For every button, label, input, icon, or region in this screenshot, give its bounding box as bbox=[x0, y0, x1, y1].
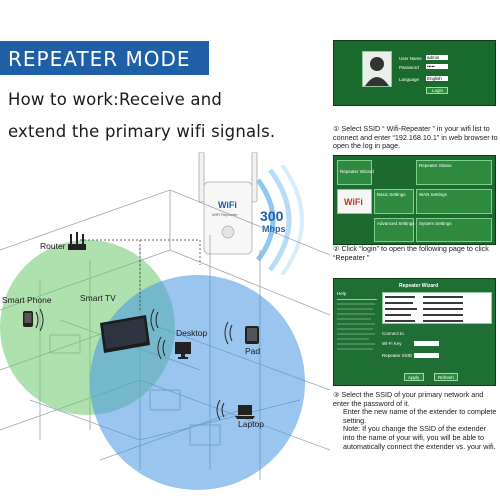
user-name-field[interactable]: admin bbox=[426, 55, 448, 60]
speed-unit: Mbps bbox=[262, 224, 286, 234]
signal-waves-icon bbox=[255, 165, 304, 275]
laptop-icon bbox=[235, 405, 255, 419]
step-3-line-a: ③ Select the SSID of your primary networ… bbox=[333, 390, 484, 408]
connection-lines bbox=[80, 239, 201, 310]
wifi-key-label: Wi-Fi Key bbox=[382, 341, 402, 346]
step-3-line-b: Enter the new name of the extender to co… bbox=[343, 407, 497, 425]
headline-line-1: How to work:Receive and bbox=[8, 90, 223, 109]
repeater-ssid-label: Repeater SSID bbox=[382, 353, 413, 358]
advanced-settings-tile[interactable]: Advanced Settings bbox=[374, 218, 415, 242]
password-label: Password bbox=[399, 65, 419, 70]
step-3-line-c: Note: If you change the SSID of the exte… bbox=[343, 424, 496, 451]
user-name-label: User Name bbox=[399, 56, 422, 61]
user-avatar-icon bbox=[362, 51, 392, 87]
pad-icon bbox=[245, 326, 259, 344]
smart-phone-label: Smart Phone bbox=[2, 295, 52, 305]
smart-tv-label: Smart TV bbox=[80, 293, 116, 303]
router-icon bbox=[68, 232, 86, 250]
mode-banner: REPEATER MODE bbox=[0, 41, 209, 75]
pad-label: Pad bbox=[245, 346, 261, 356]
smart-tv-icon bbox=[100, 315, 150, 353]
password-field[interactable]: ••••• bbox=[426, 64, 448, 69]
system-settings-tile[interactable]: System Settings bbox=[416, 218, 492, 242]
banner-title: REPEATER MODE bbox=[8, 47, 191, 71]
repeater-icon bbox=[198, 151, 258, 255]
step-1-text: ① Select SSID “ Wifi-Repeater ” in your … bbox=[333, 124, 498, 151]
help-text-block bbox=[337, 299, 377, 361]
login-screenshot: User Name admin Password ••••• Language … bbox=[333, 40, 496, 106]
wifi-signal-icon bbox=[35, 308, 233, 421]
connect-to-label: Connect to bbox=[382, 331, 404, 336]
ssid-screenshot: Repeater Wizard Help Connect to Wi-Fi Ke… bbox=[333, 278, 496, 386]
desktop-icon bbox=[175, 342, 191, 359]
desktop-label: Desktop bbox=[176, 328, 208, 338]
router-label: Router bbox=[40, 241, 66, 251]
headline-line-2: extend the primary wifi signals. bbox=[8, 122, 276, 141]
language-select[interactable]: English bbox=[426, 76, 448, 81]
language-label: Language bbox=[399, 77, 420, 82]
laptop-label: Laptop bbox=[238, 419, 264, 429]
repeater-brand-sub: WiFi Repeater bbox=[212, 212, 238, 217]
basic-settings-tile[interactable]: Basic Settings bbox=[374, 189, 414, 214]
wan-settings-tile[interactable]: WAN Settings bbox=[416, 189, 492, 214]
wifi-key-field[interactable] bbox=[414, 341, 439, 346]
repeater-brand: WiFi bbox=[218, 200, 237, 210]
apply-button[interactable]: Apply bbox=[404, 373, 424, 381]
help-label: Help bbox=[337, 291, 347, 296]
repeater-ssid-field[interactable] bbox=[414, 353, 439, 358]
login-button[interactable]: Login bbox=[426, 87, 448, 94]
wizard-screenshot: Repeater Wizard Repeater Status WiFi Bas… bbox=[333, 155, 496, 245]
smart-phone-icon bbox=[23, 311, 33, 327]
repeater-device: WiFi WiFi Repeater bbox=[196, 151, 260, 262]
refresh-button[interactable]: Refresh bbox=[434, 373, 458, 381]
ssid-screen-title: Repeater Wizard bbox=[399, 283, 439, 289]
step-3-text: ③ Select the SSID of your primary networ… bbox=[333, 390, 498, 451]
repeater-wizard-tile[interactable]: Repeater Wizard bbox=[337, 160, 374, 185]
repeater-status-tile[interactable]: Repeater Status bbox=[416, 160, 492, 185]
ssid-list-table[interactable] bbox=[382, 292, 492, 324]
wifi-tile[interactable]: WiFi bbox=[337, 189, 372, 214]
speed-value: 300 bbox=[260, 208, 284, 224]
coverage-zone-extended bbox=[90, 275, 305, 490]
step-2-text: ② Click “login” to open the following pa… bbox=[333, 244, 489, 262]
